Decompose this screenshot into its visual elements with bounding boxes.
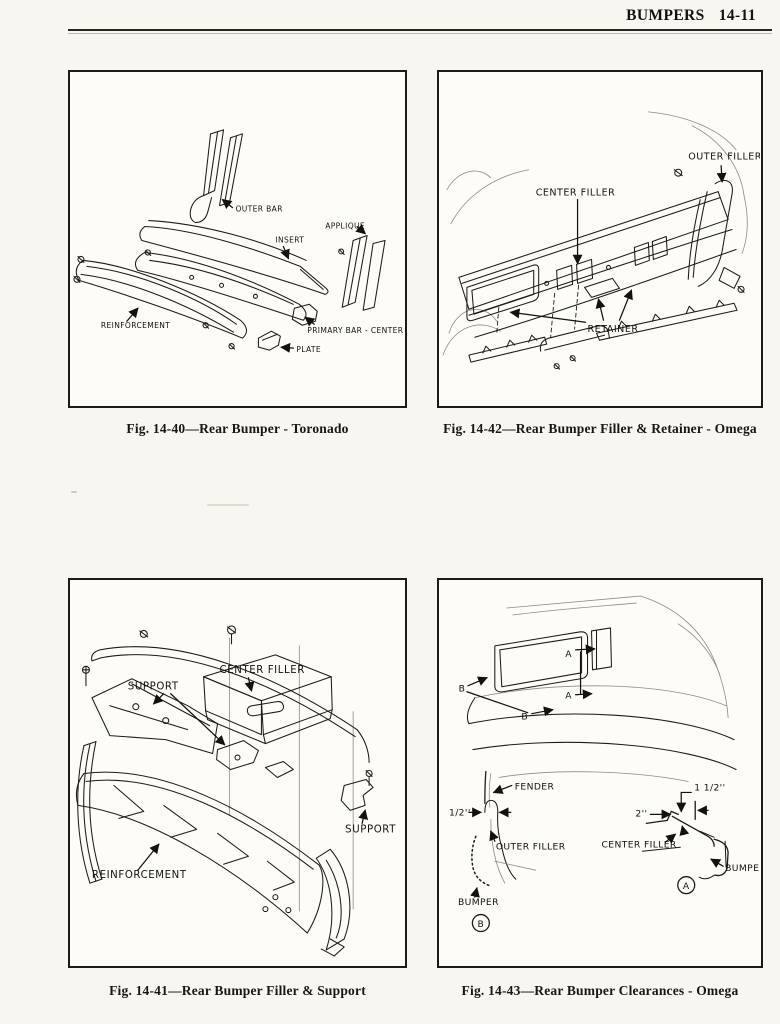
label-dim-a-bottom: A — [565, 691, 572, 702]
label-fender: FENDER — [515, 781, 555, 792]
label-dim-b-top: B — [459, 684, 466, 695]
figure-14-43-caption: Fig. 14-43—Rear Bumper Clearances - Omeg… — [461, 983, 739, 998]
filler-bar — [81, 625, 370, 764]
label-center-filler: CENTER FILLER — [536, 188, 616, 199]
right-support-part — [340, 769, 374, 811]
label-two-inch: 2'' — [635, 808, 647, 819]
callout-leaders — [137, 677, 369, 871]
figure-14-42-caption: Fig. 14-42—Rear Bumper Filler & Retainer… — [443, 421, 757, 436]
label-retainer: RETAINER — [588, 324, 639, 335]
label-center-filler: CENTER FILLER — [601, 839, 676, 850]
alignment-guide-lines — [229, 637, 354, 912]
label-support-right: SUPPORT — [345, 824, 396, 835]
retainer-strips — [468, 299, 738, 370]
figure-14-40-box: OUTER BAR INSERT APPLIQUE REINFORCEMENT … — [68, 70, 407, 408]
header-rule — [68, 29, 772, 32]
header-rule-shadow — [68, 33, 772, 34]
figure-14-41-drawing: SUPPORT CENTER FILLER SUPPORT REINFORCEM… — [75, 625, 396, 957]
bolt-icons — [73, 248, 345, 350]
label-bumper-b: BUMPER — [458, 897, 499, 908]
car-body-outline — [442, 111, 748, 356]
figure-14-42-drawing: CENTER FILLER OUTER FILLER RETAINER — [442, 111, 760, 370]
label-bumper-a: BUMPER — [725, 863, 760, 874]
figure-14-41-box: SUPPORT CENTER FILLER SUPPORT REINFORCEM… — [68, 578, 407, 968]
figure-14-43-drawing: A A B B FENDER 1/2'' OUTER FILLE — [449, 595, 760, 933]
clearance-dimension-marks — [466, 644, 596, 717]
figure-14-43-box: A A B B FENDER 1/2'' OUTER FILLE — [437, 578, 763, 968]
label-center-filler: CENTER FILLER — [220, 665, 305, 676]
center-filler-part — [203, 654, 333, 779]
figure-14-41-caption: Fig. 14-41—Rear Bumper Filler & Support — [109, 983, 366, 998]
label-outer-bar: OUTER BAR — [236, 205, 284, 214]
outer-filler-part — [673, 168, 745, 293]
callout-leaders — [126, 198, 367, 353]
figure-14-42-box: CENTER FILLER OUTER FILLER RETAINER — [437, 70, 763, 408]
label-one-one-half-inch: 1 1/2'' — [694, 782, 725, 793]
figure-14-40-caption: Fig. 14-40—Rear Bumper - Toronado — [126, 421, 349, 436]
callout-leaders — [509, 165, 727, 323]
section-a-detail — [641, 791, 729, 895]
label-outer-filler: OUTER FILLER — [496, 841, 566, 852]
label-outer-filler: OUTER FILLER — [688, 152, 760, 163]
figure-14-40-drawing: OUTER BAR INSERT APPLIQUE REINFORCEMENT … — [73, 129, 403, 354]
label-primary-bar-center: PRIMARY BAR - CENTER — [307, 326, 403, 335]
bumper-filler-assembly — [458, 191, 737, 338]
section-b-detail — [468, 770, 537, 933]
label-reinforcement: REINFORCEMENT — [101, 321, 170, 330]
header-section-title: BUMPERS — [626, 7, 705, 24]
reinforcement-part — [75, 771, 351, 957]
page-number: 14-11 — [718, 7, 756, 24]
label-applique: APPLIQUE — [325, 222, 365, 231]
left-support-part — [77, 678, 219, 884]
scan-artifact — [71, 491, 77, 493]
label-circled-b: B — [478, 919, 485, 930]
label-circled-a: A — [683, 881, 690, 892]
car-rear-corner-sketch — [466, 595, 737, 782]
label-plate: PLATE — [296, 345, 321, 354]
label-half-inch: 1/2'' — [449, 807, 471, 818]
page-header: BUMPERS 14-11 — [626, 7, 756, 25]
label-support-left: SUPPORT — [128, 682, 179, 693]
toronado-bumper-parts — [75, 129, 386, 351]
scan-artifact — [207, 504, 249, 506]
label-reinforcement: REINFORCEMENT — [92, 870, 187, 881]
label-dim-b-bottom: B — [521, 712, 528, 723]
label-dim-a-top: A — [565, 649, 572, 660]
label-insert: INSERT — [275, 235, 304, 244]
